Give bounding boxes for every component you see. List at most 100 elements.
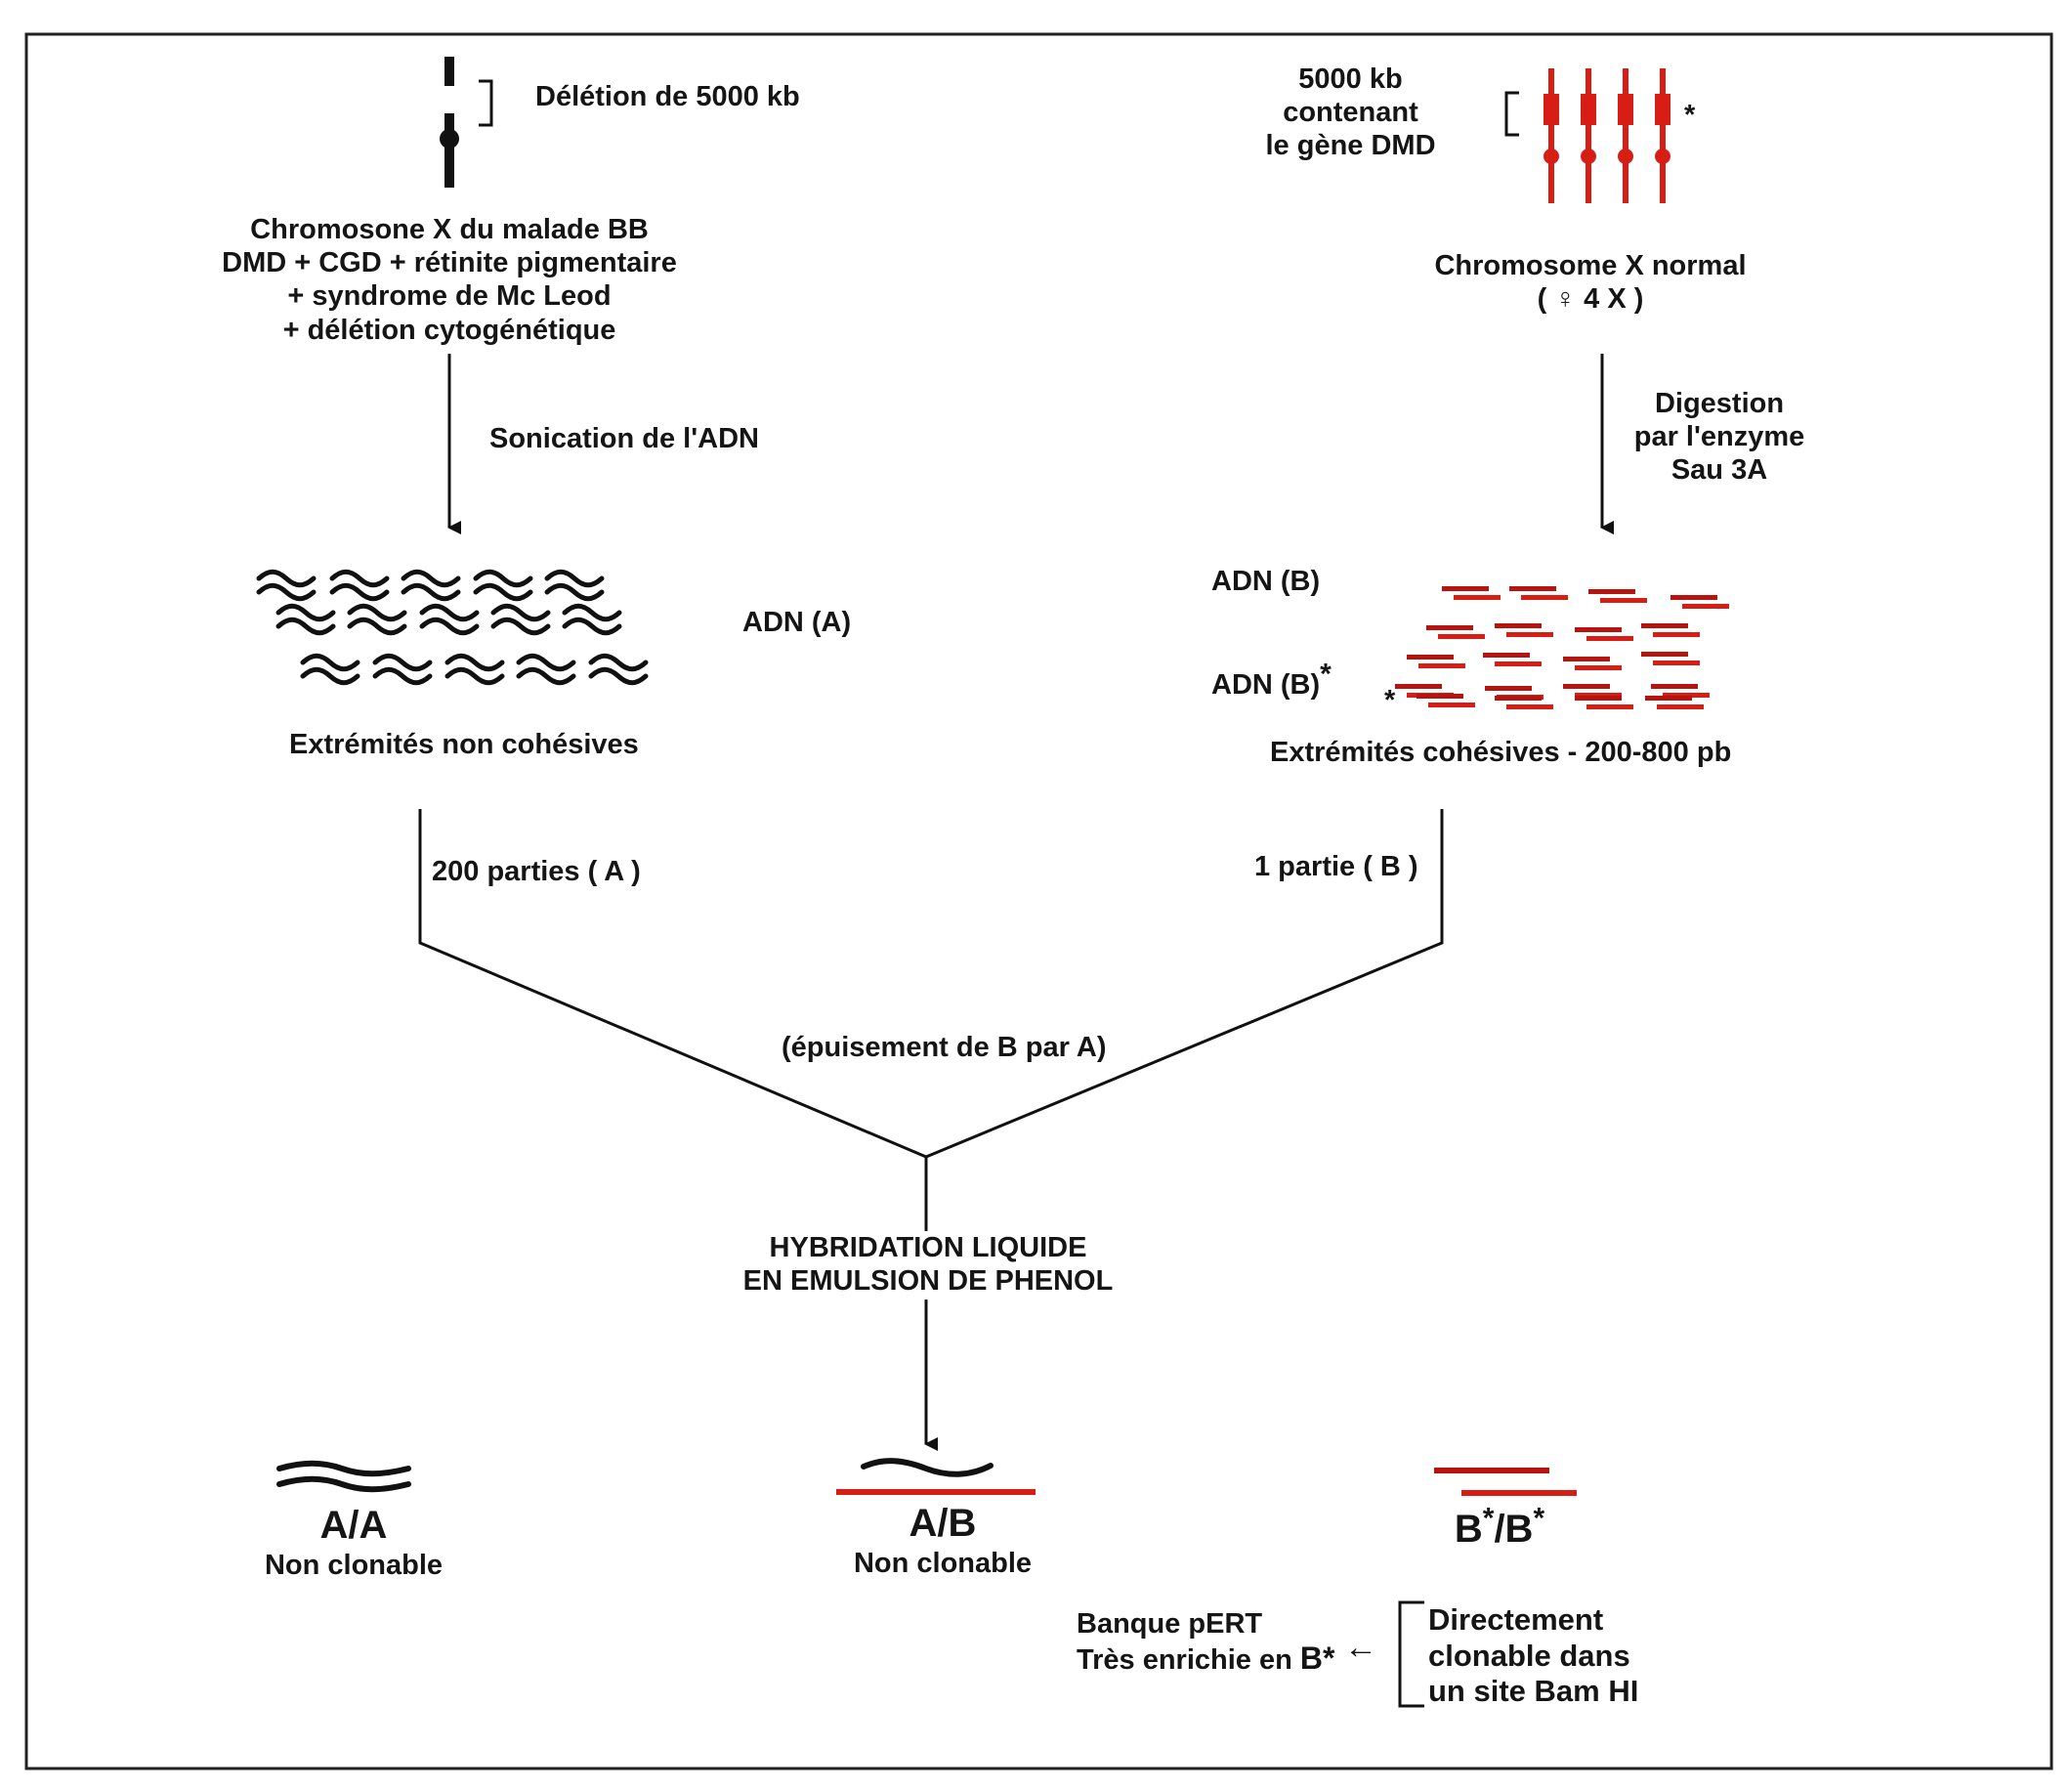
dna-b-strand <box>1521 595 1568 600</box>
dna-b-strand <box>1454 595 1501 600</box>
dna-a-strand <box>544 582 605 602</box>
asterisk-mark: * <box>1684 100 1696 131</box>
dna-a-strand <box>419 603 480 622</box>
digestion-line: par l'enzyme <box>1633 421 1805 453</box>
depletion-label: (épuisement de B par A) <box>782 1032 1107 1063</box>
dna-a-strand <box>329 582 390 602</box>
library-line2-text: Très enrichie en <box>1077 1644 1292 1677</box>
dna-b-strand <box>1575 693 1622 698</box>
dna-a-strand <box>300 666 360 686</box>
caption-line: + syndrome de Mc Leod <box>287 280 612 313</box>
dna-a-strand <box>473 569 533 588</box>
result-bb-name: B*/B* <box>1426 1504 1573 1553</box>
dna-a-strand <box>275 617 336 636</box>
caption-line: ( ♀ 4 X ) <box>1537 283 1644 316</box>
clonable-line: un site Bam HI <box>1428 1674 1639 1709</box>
non-cohesive-ends-label: Extrémités non cohésives <box>289 729 639 760</box>
dna-b-strand <box>1586 636 1633 641</box>
result-ab: A/B Non clonable <box>821 1501 1065 1580</box>
result-aa: A/A Non clonable <box>227 1503 481 1582</box>
dna-b-fragments <box>1395 586 1729 709</box>
dna-a-strand <box>372 653 433 672</box>
deleted-chromosome-icon <box>440 57 459 188</box>
clonable-line: clonable dans <box>1428 1638 1630 1673</box>
caption-line: + délétion cytogénétique <box>282 314 616 346</box>
dna-b-strand <box>1575 665 1622 670</box>
dna-b-strand <box>1426 625 1473 630</box>
dna-b-strand <box>1495 661 1542 666</box>
chromosome-x-normal-caption: Chromosome X normal ( ♀ 4 X ) <box>1395 249 1786 316</box>
dna-a-strand <box>588 653 649 672</box>
caption-line: Chromosone X du malade BB <box>250 214 649 245</box>
result-aa-name: A/A <box>319 1504 388 1547</box>
library-target: B* <box>1299 1641 1335 1677</box>
dna-a-strand <box>401 569 461 588</box>
digestion-line: Digestion <box>1654 388 1785 419</box>
dna-b-strand <box>1395 684 1442 689</box>
dna-b-label: ADN (B) <box>1211 566 1321 597</box>
dna-b-strand <box>1653 632 1700 637</box>
dna-b-strand <box>1428 703 1475 707</box>
dna-b-strand <box>1495 623 1542 628</box>
cohesive-ends-label: Extrémités cohésives - 200-800 pb <box>1270 737 1732 768</box>
dna-a-strand <box>401 582 461 602</box>
dna-a-strand <box>256 582 317 602</box>
dna-b-strand <box>1563 684 1610 689</box>
dna-a-strand <box>490 617 551 636</box>
dna-a-strand <box>562 617 622 636</box>
dna-a-strand <box>300 653 360 672</box>
dna-a-strand <box>347 603 407 622</box>
dna-a-strand <box>588 666 649 686</box>
dna-b-star-text: ADN (B) <box>1211 669 1321 701</box>
red-chromosome <box>1581 68 1596 203</box>
fragment-asterisk: * <box>1384 685 1396 716</box>
library-arrow-icon: ← <box>1344 1629 1377 1666</box>
bb-part: B <box>1454 1508 1483 1551</box>
dna-a-strand <box>562 603 622 622</box>
dna-b-strand <box>1442 586 1489 591</box>
dna-b-strand <box>1575 627 1622 632</box>
hybridization-line: EN EMULSION DE PHENOL <box>742 1265 1114 1298</box>
dna-a-strand <box>490 603 551 622</box>
result-ab-name: A/B <box>909 1502 977 1545</box>
portion-a-label: 200 parties ( A ) <box>432 856 641 887</box>
library-line: Banque pERT <box>1077 1608 1263 1640</box>
result-ab-caption: Non clonable <box>853 1548 1033 1580</box>
deletion-label: Délétion de 5000 kb <box>535 81 800 112</box>
figure-frame <box>24 32 2053 1770</box>
chromosome-x-patient-caption: Chromosone X du malade BB DMD + CGD + ré… <box>220 213 679 347</box>
caption-line: Chromosome X normal <box>1434 250 1747 281</box>
dna-b-strand <box>1641 623 1688 628</box>
dna-a-strand <box>256 569 317 588</box>
dna-b-strand <box>1438 634 1485 639</box>
dna-b-strand <box>1483 653 1530 658</box>
hybridization-line: HYBRIDATION LIQUIDE <box>769 1232 1087 1263</box>
result-ab-duplex <box>836 1458 1036 1495</box>
region-line: 5000 kb <box>1298 64 1403 95</box>
portion-b-label: 1 partie ( B ) <box>1254 851 1418 882</box>
dna-b-strand <box>1670 595 1717 600</box>
deletion-bracket <box>479 79 493 127</box>
dna-b-strand <box>1657 704 1704 709</box>
dna-a-strand <box>516 653 576 672</box>
dna-b-strand <box>1407 655 1454 660</box>
digestion-label: Digestion par l'enzyme Sau 3A <box>1622 387 1817 488</box>
bb-star: * <box>1482 1502 1495 1535</box>
dna-b-strand <box>1645 696 1692 701</box>
hybridization-label: HYBRIDATION LIQUIDE EN EMULSION DE PHENO… <box>723 1231 1133 1298</box>
dna-b-strand <box>1586 704 1633 709</box>
dna-b-strand <box>1417 694 1463 699</box>
dna-b-strand <box>1575 696 1622 701</box>
region-bracket <box>1504 91 1519 137</box>
dna-b-strand <box>1600 598 1647 603</box>
dna-b-strand <box>1485 686 1532 691</box>
result-aa-caption: Non clonable <box>264 1550 444 1582</box>
asterisk-mark: * <box>1320 658 1332 691</box>
dna-b-strand <box>1506 632 1553 637</box>
dna-a-strand <box>347 617 407 636</box>
dna-a-strand <box>275 603 336 622</box>
dna-a-strand <box>372 666 433 686</box>
clonable-line: Directement <box>1428 1602 1604 1637</box>
funnel-left <box>418 809 927 1159</box>
